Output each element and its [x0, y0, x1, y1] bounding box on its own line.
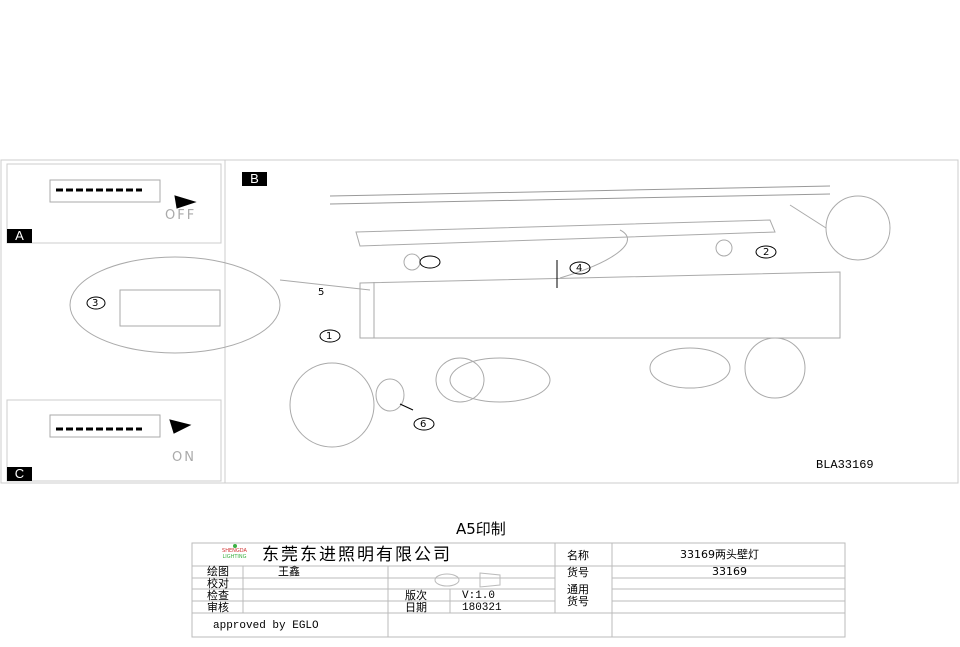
model-code: BLA33169 — [816, 458, 874, 472]
spotlight-left — [449, 357, 551, 403]
date-value: 180321 — [462, 602, 502, 614]
panel-label-b: B — [242, 172, 267, 186]
name-label: 名称 — [567, 549, 589, 562]
lamp-bar — [359, 271, 841, 339]
mounting-bracket — [355, 219, 776, 247]
approval-note: approved by EGLO — [213, 620, 319, 632]
version-label: 版次 — [405, 589, 427, 602]
general-item-label-1: 通用 — [567, 583, 589, 596]
inspect-label: 检查 — [207, 589, 229, 602]
callout-1: 1 — [326, 331, 333, 342]
company-logo: SHENGDA LIGHTING — [212, 544, 257, 566]
callout-2: 2 — [763, 247, 770, 258]
ceiling-hatch — [329, 185, 831, 205]
switch-on-label: ON — [172, 450, 196, 465]
bulb-left — [289, 362, 375, 448]
print-note: A5印制 — [456, 520, 506, 538]
spotlight-right — [649, 347, 731, 389]
review-label: 审核 — [207, 601, 229, 614]
logo-text-1: SHENGDA — [222, 548, 247, 554]
callout-6: 6 — [420, 419, 427, 430]
callout-3: 3 — [92, 298, 99, 309]
wire — [559, 229, 628, 279]
detail-terminal — [69, 256, 281, 354]
terminal-blocks — [56, 188, 142, 431]
arrow-off-icon — [174, 195, 197, 209]
panel-label-a: A — [7, 229, 32, 243]
title-block-grid — [191, 542, 846, 638]
switch-off-label: OFF — [165, 208, 197, 223]
drawn-label: 绘图 — [207, 565, 229, 578]
arrow-on-icon — [169, 419, 192, 434]
item-no: 33169 — [712, 565, 747, 578]
company-name: 东莞东进照明有限公司 — [262, 545, 452, 565]
bulb-right — [744, 337, 806, 399]
general-item-label-2: 货号 — [567, 595, 589, 608]
logo-text-2: LIGHTING — [222, 554, 247, 560]
item-no-label: 货号 — [567, 566, 589, 579]
date-label: 日期 — [405, 601, 427, 614]
version-value: V:1.0 — [462, 590, 496, 602]
panel-label-c: C — [7, 467, 32, 481]
detail-anchor — [825, 195, 891, 261]
product-name: 33169两头壁灯 — [680, 548, 759, 561]
drawn-by: 王鑫 — [278, 565, 300, 578]
callout-5: 5 — [318, 287, 325, 298]
callout-4: 4 — [576, 263, 583, 274]
check-label: 校对 — [207, 577, 229, 590]
